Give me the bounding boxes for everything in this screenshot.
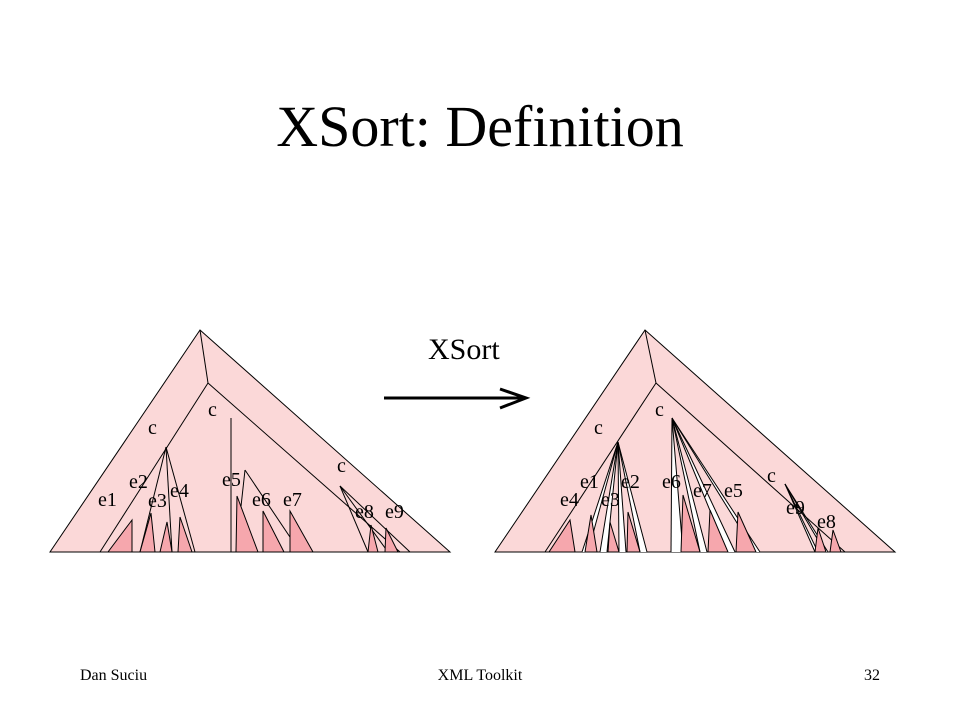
leaf-label: e1	[98, 489, 117, 511]
leaf-label: e9	[385, 501, 404, 523]
subtree-e8	[367, 524, 379, 553]
operation-label: XSort	[428, 333, 500, 366]
tree-before: c c c e1 e2 e3 e4 e5 e6 e7 e8 e9	[49, 329, 452, 553]
subtree-e3	[159, 521, 173, 553]
subtree-e8	[829, 529, 842, 553]
subtree-e6	[262, 510, 285, 553]
subtree-e7	[289, 509, 314, 553]
subtree-e9	[814, 527, 827, 553]
subtree-e4	[548, 518, 576, 553]
tree-after: c c c e1 e2 e6 e4 e3 e7 e5 e9 e8	[494, 329, 897, 553]
leaf-label: e9	[786, 497, 805, 519]
leaf-label: e5	[724, 480, 743, 502]
leaf-label: e3	[601, 489, 620, 511]
node-label: c	[148, 417, 157, 439]
leaf-label: e8	[355, 501, 374, 523]
tree-before-subtrees	[107, 495, 399, 553]
leaf-label: e5	[222, 469, 241, 491]
tree-after-labels: c c c e1 e2 e6 e4 e3 e7 e5 e9 e8	[560, 399, 836, 533]
subtree-e6	[680, 494, 701, 553]
leaf-label: e2	[129, 471, 148, 493]
leaf-label: e3	[148, 490, 167, 512]
node-label: c	[594, 417, 603, 439]
tree-after-subtrees	[548, 494, 842, 553]
leaf-label: e6	[252, 489, 271, 511]
subtree-e2	[626, 511, 641, 553]
footer-page-number: 32	[864, 667, 880, 684]
subtree-e1	[107, 518, 133, 553]
node-label: c	[208, 399, 217, 421]
leaf-label: e7	[693, 480, 712, 502]
footer-author: Dan Suciu	[80, 667, 148, 684]
arrow-head	[499, 387, 531, 410]
subtree-e1	[584, 514, 598, 553]
subtree-e2	[139, 512, 156, 553]
footer-title: XML Toolkit	[437, 667, 523, 684]
leaf-label: e6	[662, 471, 681, 493]
subtree-e5	[235, 495, 259, 553]
node-label: c	[337, 455, 346, 477]
leaf-label: e4	[560, 489, 579, 511]
leaf-label: e8	[817, 511, 836, 533]
slide-title: XSort: Definition	[276, 94, 684, 159]
leaf-label: e2	[621, 471, 640, 493]
subtree-e5	[735, 511, 757, 553]
leaf-label: e4	[170, 480, 189, 502]
leaf-label: e1	[580, 471, 599, 493]
subtree-e9	[384, 527, 399, 553]
subtree-e3	[607, 521, 620, 553]
node-label: c	[655, 399, 664, 421]
leaf-label: e7	[283, 489, 302, 511]
node-label: c	[767, 465, 776, 487]
xsort-arrow: XSort	[384, 333, 531, 410]
tree-before-labels: c c c e1 e2 e3 e4 e5 e6 e7 e8 e9	[98, 399, 404, 523]
subtree-e7	[707, 509, 729, 553]
subtree-e4	[177, 516, 193, 553]
